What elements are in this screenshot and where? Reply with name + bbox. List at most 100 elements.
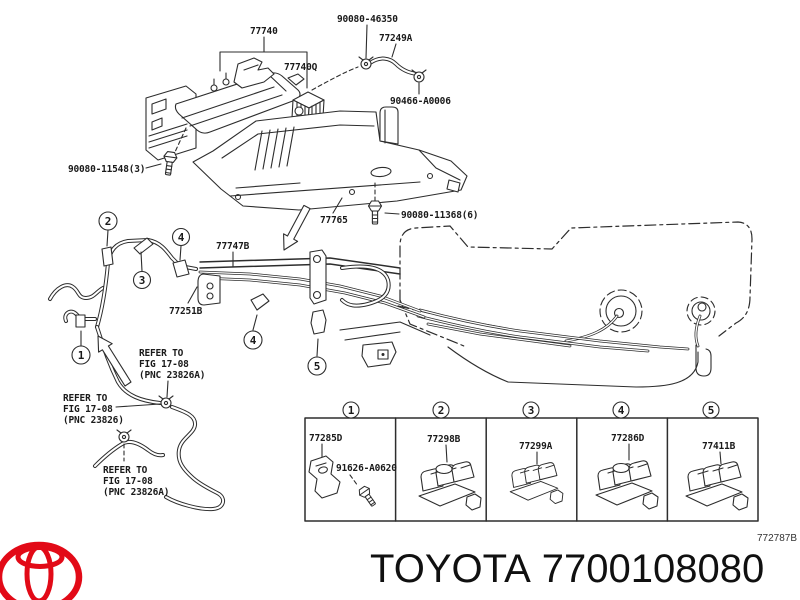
leader-line: [145, 163, 162, 169]
legend-callout-4: 4: [612, 401, 630, 419]
svg-text:FIG 17-08: FIG 17-08: [63, 404, 113, 415]
callout-2: 2: [98, 211, 118, 231]
svg-text:FIG 17-08: FIG 17-08: [103, 476, 153, 487]
clip-icon: [685, 461, 749, 511]
legend-callout-3: 3: [522, 401, 540, 419]
legend-callout-2: 2: [432, 401, 450, 419]
screw-icon: [356, 484, 380, 509]
callout-5: 5: [307, 356, 327, 376]
refer-note-left: REFER TO FIG 17-08 (PNC 23826): [63, 393, 161, 426]
charcoal-canister-drawing: [145, 57, 305, 161]
dashed-leader: [311, 66, 359, 91]
svg-text:1: 1: [78, 349, 85, 362]
callout-1: 1: [71, 345, 91, 365]
legend-part-label: 77286D: [611, 433, 645, 444]
leader-line: [384, 212, 400, 215]
hose-clamp-icon: [358, 56, 374, 70]
bolt-icon: [367, 200, 383, 225]
svg-text:4: 4: [178, 231, 185, 244]
canister-bolt-group: 90080-11548(3): [68, 127, 187, 177]
legend-part-label: 77298B: [427, 434, 461, 445]
left-tubes-drawing: [48, 237, 226, 512]
callout-4b: 4: [243, 330, 263, 350]
part-label-canister: 77740: [250, 26, 278, 37]
leader-line: [391, 43, 397, 58]
hose-clip-icon: [411, 69, 427, 83]
legend-callout-5: 5: [702, 401, 720, 419]
part-label-hose-clip: 90466-A0006: [390, 96, 451, 107]
svg-text:(PNC 23826A): (PNC 23826A): [103, 487, 169, 498]
svg-text:3: 3: [139, 274, 146, 287]
heat-shield-drawing: 77765: [192, 106, 468, 251]
svg-text:(PNC 23826A): (PNC 23826A): [139, 370, 205, 381]
legend-cell-5: 77411B: [685, 441, 749, 511]
direction-arrow-icon: [283, 204, 311, 251]
svg-text:REFER TO: REFER TO: [63, 393, 108, 404]
legend-cell-4: 77286D: [595, 433, 659, 510]
svg-text:3: 3: [528, 404, 535, 417]
clamp-1-icon: [75, 314, 86, 328]
shield-bolt-group: 90080-11368(6): [367, 182, 478, 225]
bracket-leader-line: [219, 36, 308, 89]
clip-5-icon: [310, 309, 327, 335]
leader-line: [332, 197, 343, 214]
catalog-number: 7700108080: [542, 547, 764, 591]
legend-part-label: 77285D: [309, 433, 343, 444]
refer-note-mid: REFER TO FIG 17-08 (PNC 23826A): [139, 348, 205, 398]
vapor-hose-group: 90080-46350 77249A 90466-A0006: [337, 14, 451, 107]
legend-cell-2: 77298B: [418, 434, 482, 511]
tank-hook-pipe: [695, 344, 712, 377]
legend-part-label: 77299A: [519, 441, 553, 452]
part-label-vapor-hose: 77249A: [379, 33, 413, 44]
svg-text:5: 5: [708, 404, 715, 417]
part-label-pipe-protector: 77747B: [216, 241, 250, 252]
part-label-protector: 77765: [320, 215, 348, 226]
clip-4a-icon: [172, 259, 190, 278]
canister-filter-drawing: 77740Q: [284, 62, 359, 127]
svg-text:REFER TO: REFER TO: [139, 348, 184, 359]
fuel-tank-drawing: [399, 221, 753, 388]
part-label-filter: 77740Q: [284, 62, 318, 73]
diagram-callouts: 1 2 3 4 4 5: [71, 211, 327, 376]
drawing-code: 772787B: [757, 533, 797, 544]
svg-text:2: 2: [438, 404, 445, 417]
clip-2-icon: [101, 246, 114, 267]
canister-callout: 77740: [219, 26, 308, 89]
leader-line: [365, 24, 368, 59]
clip-3-icon: [133, 237, 154, 255]
svg-text:4: 4: [250, 334, 257, 347]
legend-part-label: 77411B: [702, 441, 736, 452]
brand-text: TOYOTA: [370, 547, 531, 591]
refer-note-bottom: REFER TO FIG 17-08 (PNC 23826A): [103, 443, 169, 498]
clip-4b-icon: [250, 293, 270, 311]
svg-text:1: 1: [348, 404, 355, 417]
svg-text:2: 2: [105, 215, 112, 228]
bracket-icon: [308, 455, 341, 499]
toyota-logo: [0, 541, 83, 600]
pipe-protector-assembly: 77747B 77251B: [169, 241, 431, 368]
direction-arrow-icon: [97, 335, 132, 387]
part-label-canister-bolt: 90080-11548(3): [68, 164, 145, 175]
svg-text:REFER TO: REFER TO: [103, 465, 148, 476]
leader-line: [166, 380, 169, 398]
leader-line: [115, 403, 161, 408]
leader-line: [187, 286, 198, 304]
legend-cell-3: 77299A: [509, 441, 564, 505]
part-label-clamp-plate: 77251B: [169, 306, 203, 317]
legend-cell-1: 77285D 91626-A0620: [308, 433, 397, 509]
clip-icon: [509, 462, 564, 505]
part-label-shield-bolt: 90080-11368(6): [401, 210, 478, 221]
pipe-clamp-plate-drawing: [197, 273, 221, 306]
svg-text:FIG 17-08: FIG 17-08: [139, 359, 189, 370]
svg-text:4: 4: [618, 404, 625, 417]
part-label-hose-clamp: 90080-46350: [337, 14, 398, 25]
legend-part-label-screw: 91626-A0620: [336, 463, 397, 474]
fuel-pipes-drawing: [397, 305, 690, 353]
callout-4a: 4: [171, 227, 191, 247]
legend-table: 1 2 3 4 5 77285D 91626-A0620 77298B 7729…: [304, 401, 759, 522]
legend-callout-1: 1: [342, 401, 360, 419]
callout-3: 3: [132, 270, 152, 290]
